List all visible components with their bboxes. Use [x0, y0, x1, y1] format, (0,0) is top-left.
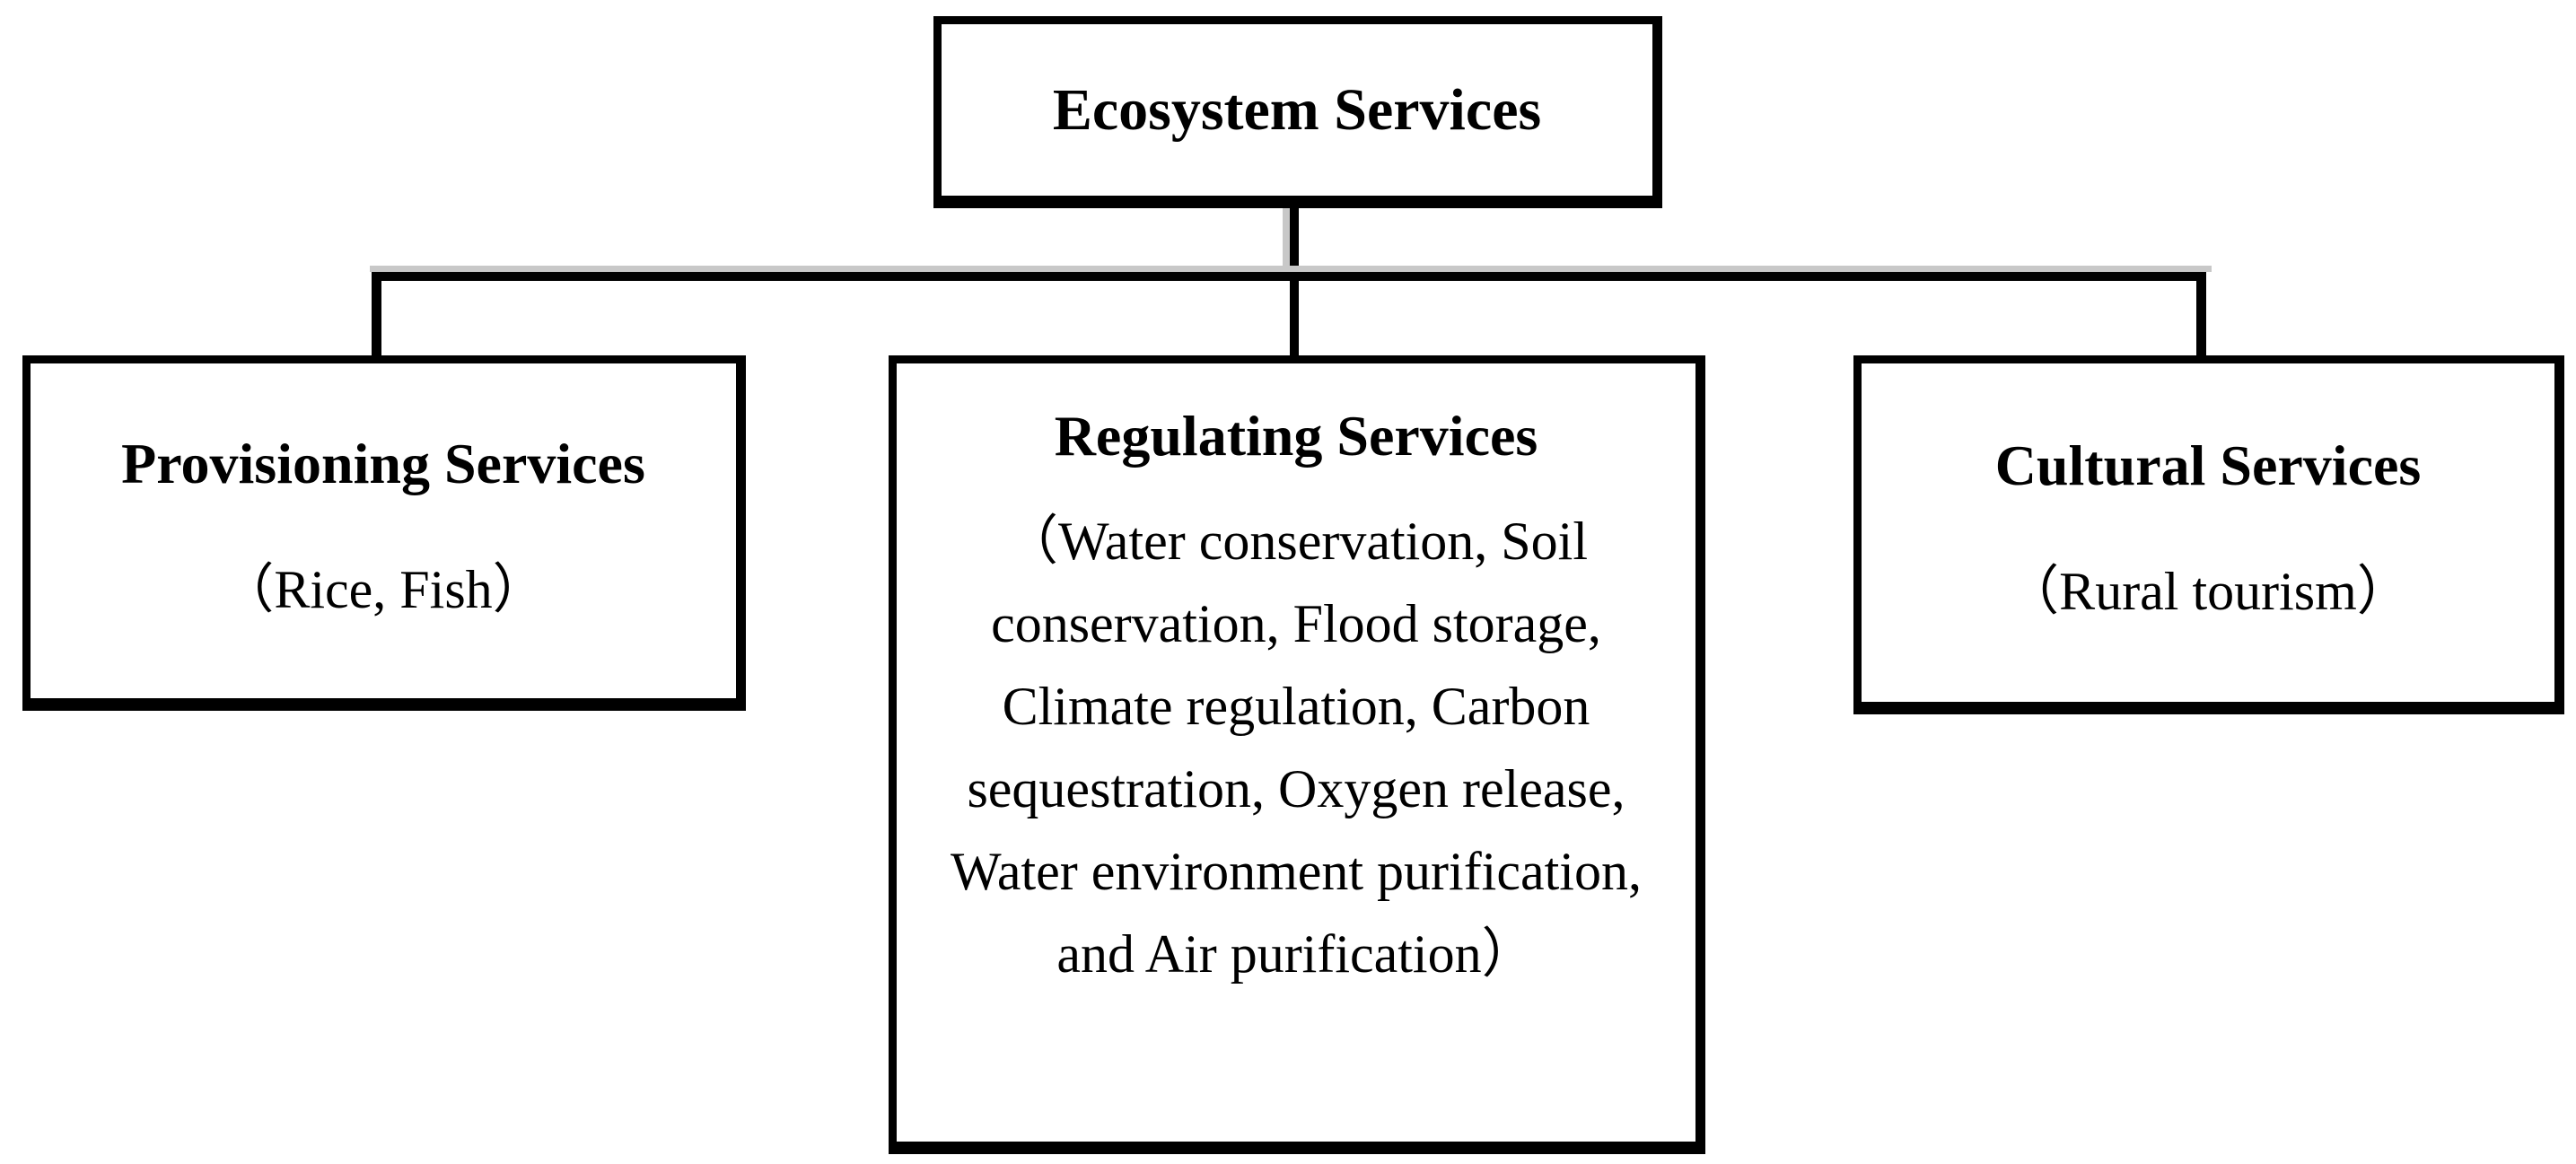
regulating-detail: （Water conservation, Soil conservation, … — [951, 511, 1642, 984]
connector-root-stem — [1290, 206, 1299, 274]
connector-drop-cultural — [2196, 272, 2206, 357]
cultural-detail: （Rural tourism） — [2005, 562, 2411, 622]
node-provisioning-services: Provisioning Services （Rice, Fish） — [22, 355, 746, 711]
node-ecosystem-services: Ecosystem Services — [933, 16, 1662, 208]
root-node-title: Ecosystem Services — [1052, 76, 1542, 143]
connector-drop-provisioning — [372, 272, 381, 357]
cultural-title: Cultural Services — [1994, 433, 2422, 497]
regulating-title: Regulating Services — [1054, 404, 1538, 468]
node-regulating-services: Regulating Services （Water conservation,… — [889, 355, 1705, 1154]
provisioning-title: Provisioning Services — [121, 431, 645, 495]
connector-stem-shadow — [1283, 208, 1290, 272]
connector-rail-shadow — [370, 266, 2212, 272]
provisioning-detail: （Rice, Fish） — [220, 560, 547, 620]
connector-horizontal-rail — [375, 272, 2206, 281]
node-cultural-services: Cultural Services （Rural tourism） — [1853, 355, 2564, 714]
connector-drop-regulating — [1290, 281, 1299, 357]
